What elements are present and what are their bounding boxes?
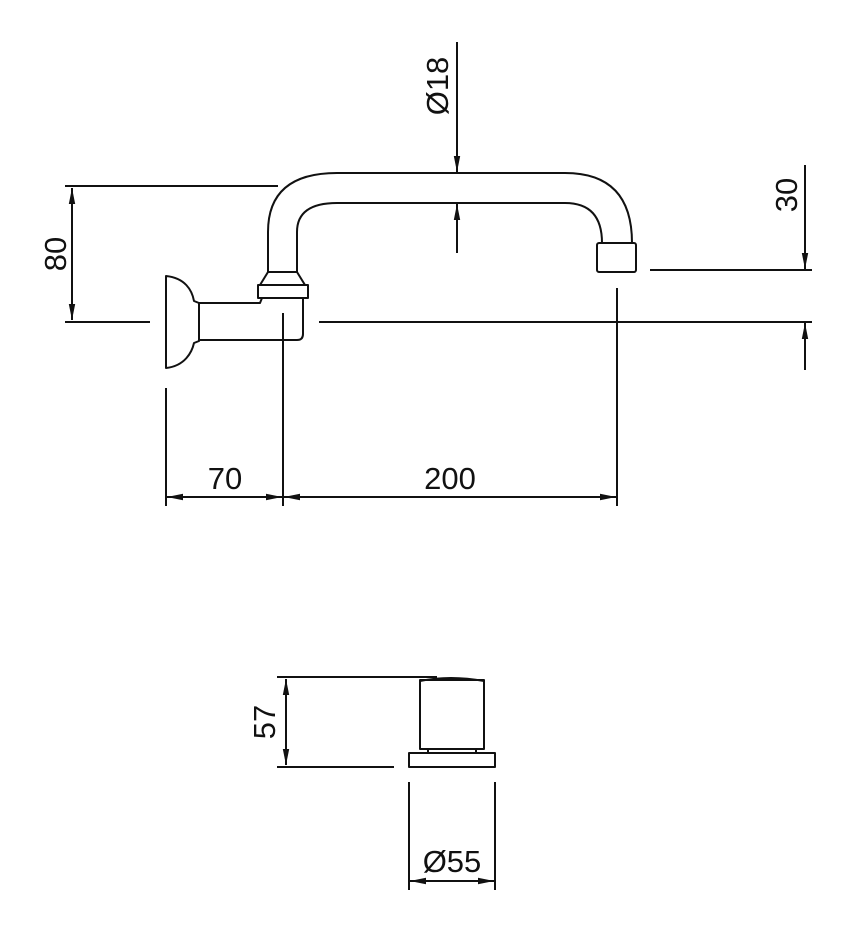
dimension-label-d55: Ø55 <box>423 844 482 879</box>
valve-handle-body <box>419 679 485 750</box>
wall-escutcheon <box>165 275 200 369</box>
dimension-label-57: 57 <box>247 705 282 739</box>
dimension-label-d18: Ø18 <box>420 57 455 116</box>
spout-drawing: 80 Ø18 30 70 200 <box>38 42 812 506</box>
dimension-label-80: 80 <box>38 237 73 271</box>
dimension-label-200: 200 <box>424 461 476 496</box>
swivel-nut <box>257 284 309 299</box>
spout-tube <box>267 172 633 273</box>
wall-arm <box>198 297 304 341</box>
aerator-tip <box>596 242 637 273</box>
swivel-nut-cone <box>259 271 306 286</box>
valve-base-rosette <box>408 752 496 768</box>
valve-handle-top <box>419 677 485 682</box>
dimension-label-70: 70 <box>208 461 242 496</box>
valve-drawing: 57 Ø55 <box>247 676 496 890</box>
dimension-label-30: 30 <box>769 178 804 212</box>
